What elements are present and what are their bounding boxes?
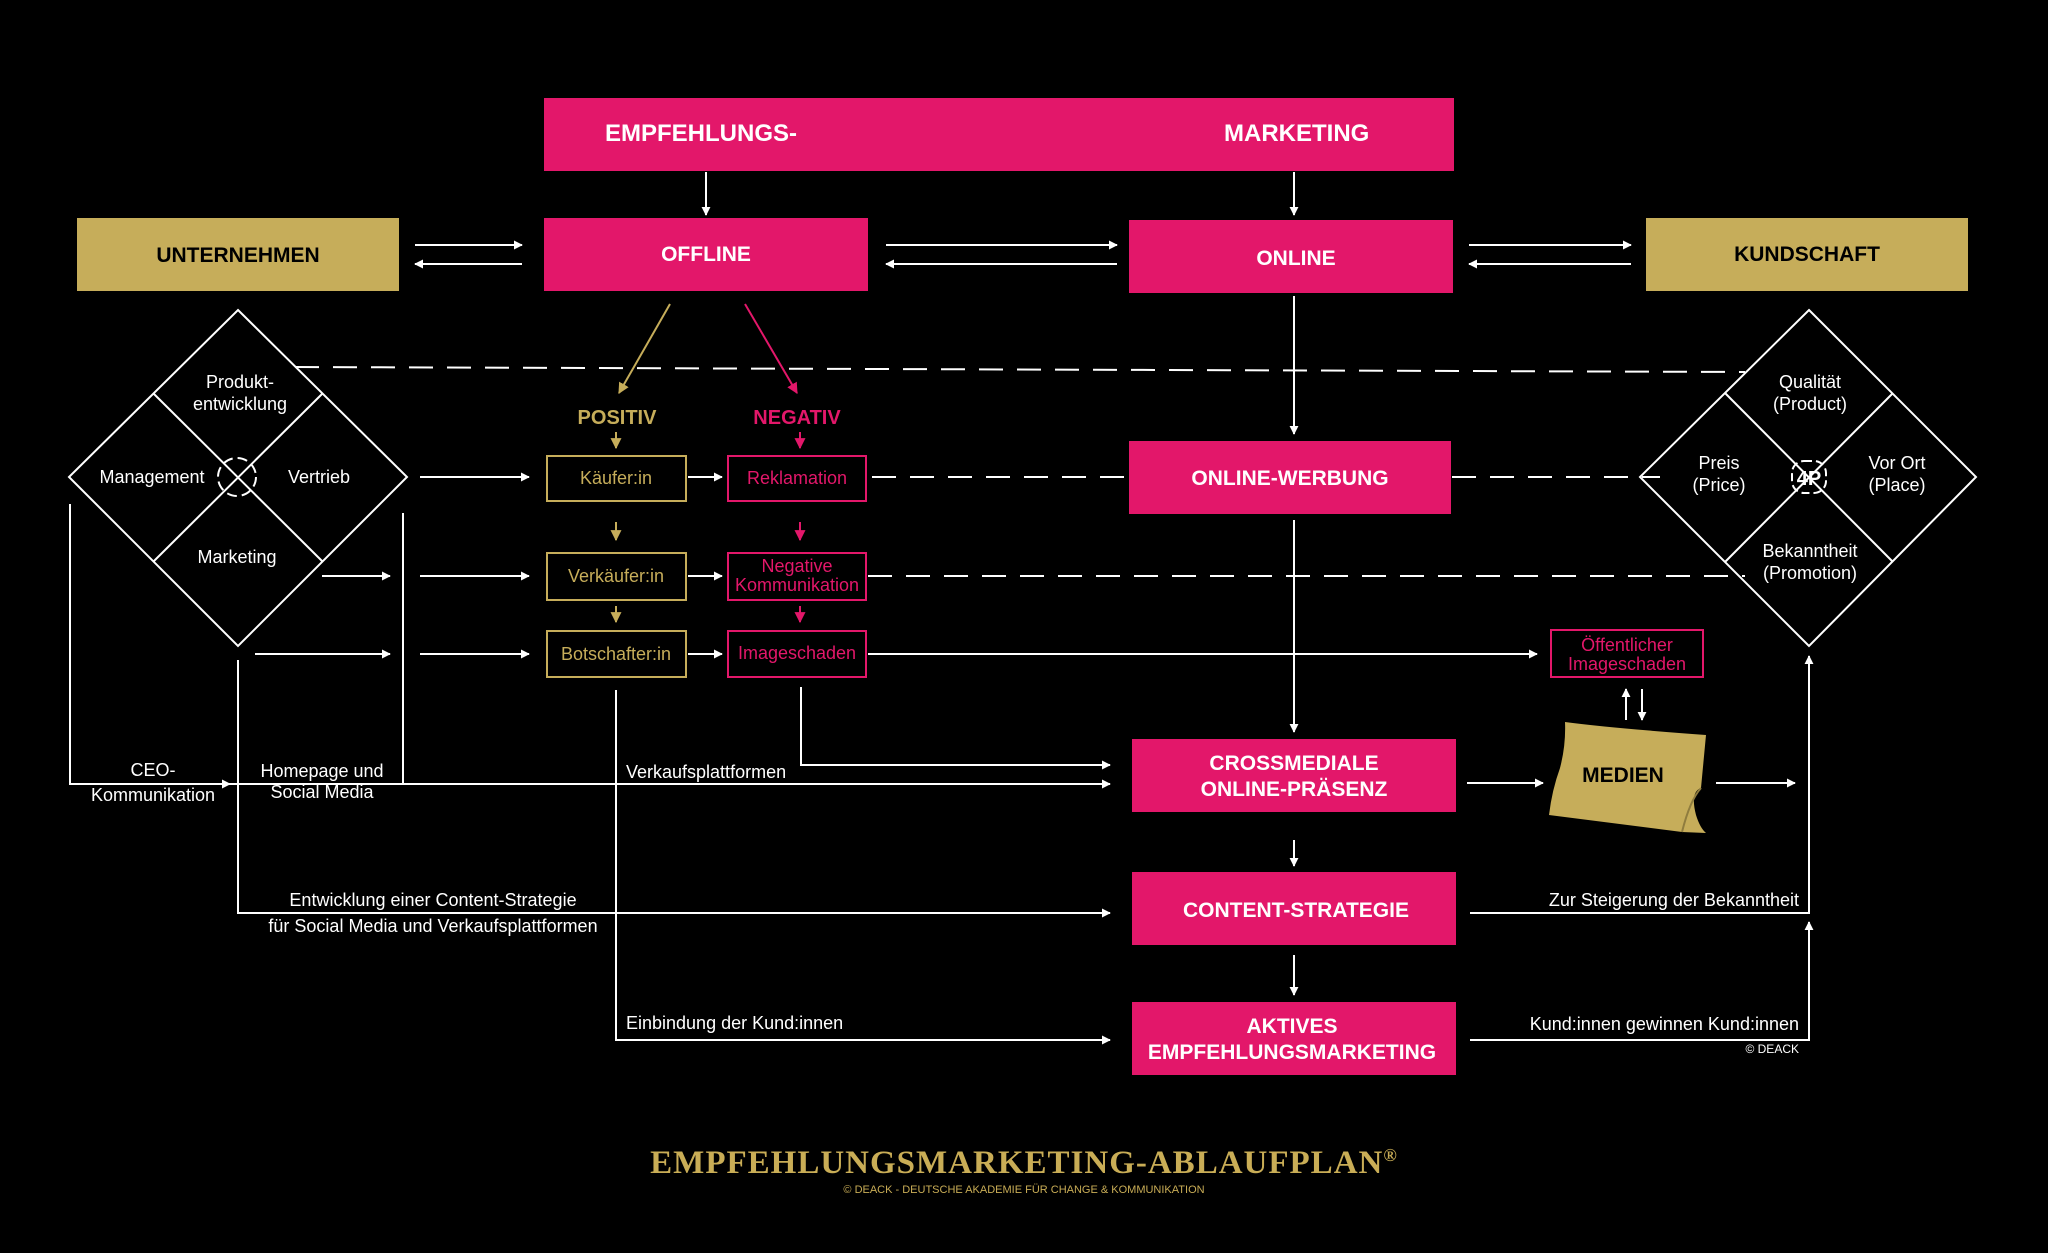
four-p-label: 4P [1797,468,1821,490]
offline-label: OFFLINE [661,243,751,266]
header-bar: EMPFEHLUNGS- MARKETING [544,98,1454,171]
neg-komm-line1: Negative [761,556,832,576]
sentiment-arrows [610,303,806,624]
reklamation-label: Reklamation [747,468,847,488]
positiv-label: POSITIV [578,407,658,429]
ceo-line1: CEO- [131,760,176,780]
botschafter-label: Botschafter:in [561,644,671,664]
crossmedia-box: CROSSMEDIALE ONLINE-PRÄSENZ [1132,739,1456,812]
content-dev-line2: für Social Media und Verkaufsplattformen [268,916,597,936]
unternehmen-box: UNTERNEHMEN [77,218,399,291]
left-diamond-vertrieb: Vertrieb [288,467,350,487]
medien-shape: MEDIEN [1549,722,1706,833]
footer: EMPFEHLUNGSMARKETING-ABLAUFPLAN® © DEACK… [0,1145,2048,1196]
kaeufer-label: Käufer:in [580,468,652,488]
footer-title: EMPFEHLUNGSMARKETING-ABLAUFPLAN® [0,1145,2048,1182]
aktiv-line1: AKTIVES [1246,1015,1337,1038]
negativ-label: NEGATIV [753,407,841,429]
right-bottom-line1: Bekanntheit [1762,541,1857,561]
online-werbung-box: ONLINE-WERBUNG [1129,441,1451,514]
dashed-connectors [294,366,1746,577]
left-top-line2: entwicklung [193,394,287,414]
unternehmen-label: UNTERNEHMEN [156,244,319,267]
right-diamond [1638,308,1978,648]
left-diamond-management: Management [99,467,204,487]
online-werbung-label: ONLINE-WERBUNG [1191,467,1388,490]
imageschaden-label: Imageschaden [738,643,856,663]
medien-label: MEDIEN [1582,764,1664,787]
left-diamond-marketing: Marketing [197,547,276,567]
right-left-line1: Preis [1698,453,1739,473]
registered-mark: ® [1383,1145,1398,1165]
negative-box-frames [727,455,1704,678]
verkaufsplattformen-label: Verkaufsplattformen [626,762,786,782]
footer-subtitle: © DEACK - DEUTSCHE AKADEMIE FÜR CHANGE &… [843,1184,1205,1196]
crossmedia-line2: ONLINE-PRÄSENZ [1201,778,1388,801]
einbindung-label: Einbindung der Kund:innen [626,1013,843,1033]
crossmedia-line1: CROSSMEDIALE [1209,752,1378,775]
public-damage-line2: Imageschaden [1568,654,1686,674]
right-top-line1: Qualität [1779,372,1841,392]
homepage-line2: Social Media [270,782,374,802]
steigerung-label: Zur Steigerung der Bekanntheit [1549,890,1799,910]
header-left: EMPFEHLUNGS- [605,120,797,147]
right-bottom-line2: (Promotion) [1763,563,1857,583]
homepage-line1: Homepage und [260,761,383,781]
left-top-line1: Produkt- [206,372,274,392]
offline-box: OFFLINE [544,218,868,291]
ceo-line2: Kommunikation [91,785,215,805]
footer-title-text: EMPFEHLUNGSMARKETING-ABLAUFPLAN [650,1145,1384,1181]
right-top-line2: (Product) [1773,394,1847,414]
content-strategie-box: CONTENT-STRATEGIE [1132,872,1456,945]
copyright-small: © DEACK [1745,1042,1799,1056]
online-box: ONLINE [1129,220,1453,293]
left-diamond [67,308,409,648]
positive-box-frames [546,455,687,678]
gewinnen-label: Kund:innen gewinnen Kund:innen [1530,1014,1799,1034]
verkaeufer-label: Verkäufer:in [568,566,664,586]
kundschaft-label: KUNDSCHAFT [1734,243,1880,266]
kundschaft-box: KUNDSCHAFT [1646,218,1968,291]
solid-connectors [69,172,1814,1045]
right-left-line2: (Price) [1693,475,1746,495]
public-damage-line1: Öffentlicher [1581,635,1673,655]
content-dev-line1: Entwicklung einer Content-Strategie [289,890,576,910]
online-label: ONLINE [1256,247,1335,270]
right-right-line1: Vor Ort [1868,453,1925,473]
content-strategie-label: CONTENT-STRATEGIE [1183,899,1409,922]
neg-komm-line2: Kommunikation [735,575,859,595]
aktiv-box: AKTIVES EMPFEHLUNGSMARKETING [1132,1002,1456,1075]
right-right-line2: (Place) [1868,475,1925,495]
aktiv-line2: EMPFEHLUNGSMARKETING [1148,1041,1436,1064]
header-right: MARKETING [1224,120,1369,147]
